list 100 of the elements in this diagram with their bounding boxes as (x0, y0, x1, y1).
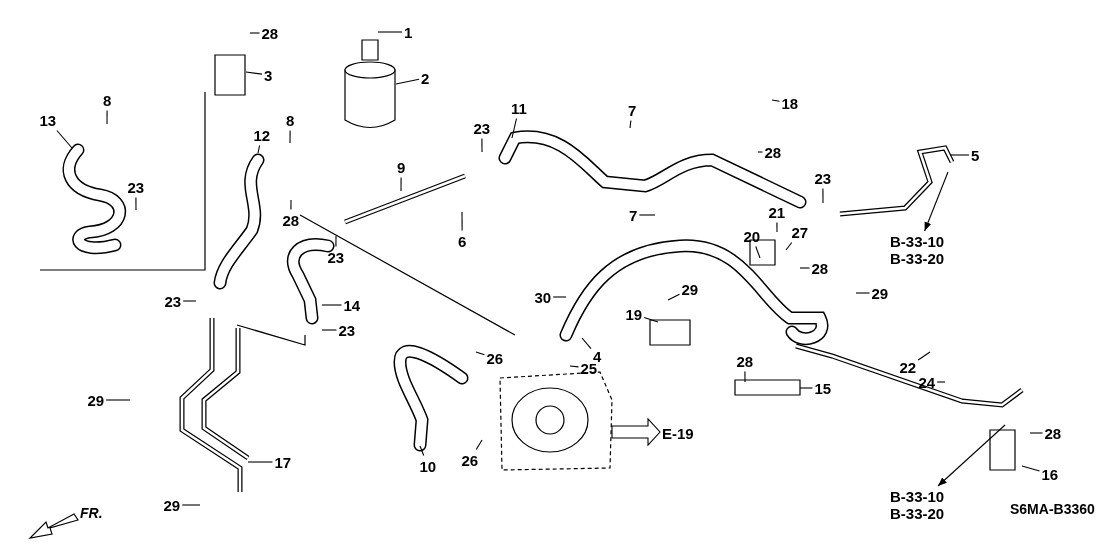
leader-line (1021, 465, 1041, 472)
callout-number: 23 (473, 119, 491, 137)
leader-line (257, 144, 261, 154)
callout-number: 19 (625, 305, 643, 323)
callout-number: 16 (1041, 465, 1059, 483)
leader-line (755, 245, 761, 259)
leader-line (321, 304, 343, 306)
callout-number: 15 (814, 379, 832, 397)
leader-line (247, 461, 274, 463)
leader-line (771, 99, 781, 102)
callout-number: 28 (811, 259, 829, 277)
leader-line (56, 129, 73, 149)
reference-arrow (924, 171, 949, 232)
reference-code: B-33-10 (890, 233, 945, 250)
leader-line (135, 196, 137, 211)
callout-number: 26 (461, 451, 479, 469)
leader-line (949, 154, 970, 156)
leader-line (249, 32, 261, 34)
leader-line (552, 296, 567, 298)
callout-number: 23 (814, 169, 832, 187)
leader-line (181, 504, 201, 506)
callout-number: 28 (261, 24, 279, 42)
callout-number: 24 (918, 373, 936, 391)
callout-number: 20 (743, 227, 761, 245)
callout-number: 13 (39, 111, 57, 129)
callout-number: 17 (274, 453, 292, 471)
callout-number: 8 (103, 91, 112, 109)
callout-number: 30 (534, 288, 552, 306)
leader-line (581, 337, 592, 350)
leader-line (475, 351, 486, 356)
leader-line (106, 109, 108, 125)
callout-number: 21 (768, 203, 786, 221)
leader-line (377, 31, 403, 33)
leader-line (785, 241, 793, 251)
leader-line (461, 211, 463, 232)
reference-code: B-33-20 (890, 505, 945, 522)
reference-code: E-19 (662, 424, 694, 442)
leader-line (744, 370, 746, 383)
direction-label: FR. (80, 505, 103, 521)
callout-number: 28 (282, 211, 300, 229)
leader-line (629, 119, 632, 129)
callout-number: 5 (971, 146, 980, 164)
callout-number: 23 (327, 248, 345, 266)
reference-code: B-33-10 (890, 488, 945, 505)
leader-line (917, 351, 931, 361)
callout-number: 28 (736, 352, 754, 370)
callout-number: 6 (458, 232, 467, 250)
leader-line (290, 199, 292, 211)
leader-line (395, 78, 420, 85)
callout-number: 27 (791, 223, 809, 241)
callout-number: 14 (343, 296, 361, 314)
callout-number: 7 (629, 206, 638, 224)
callout-number: 23 (127, 178, 145, 196)
leader-line (667, 293, 681, 301)
callout-number: 11 (511, 99, 527, 117)
leader-line (936, 381, 946, 383)
leader-line (855, 292, 871, 294)
leader-line (400, 176, 402, 192)
leader-line (638, 214, 656, 216)
leader-line (569, 365, 580, 368)
callout-number: 23 (164, 292, 182, 310)
leader-line (105, 399, 131, 401)
callout-number: 28 (1044, 424, 1062, 442)
reference-arrow (611, 417, 661, 447)
leader-line (643, 316, 659, 323)
callout-number: 29 (681, 280, 699, 298)
leader-line (776, 221, 778, 233)
leader-line (245, 71, 263, 75)
callout-number: 10 (419, 457, 437, 475)
leader-line (1029, 432, 1044, 434)
leader-line (799, 267, 811, 269)
leader-line (757, 151, 764, 153)
callout-number: 9 (397, 158, 406, 176)
leader-line (182, 300, 197, 302)
leader-line (822, 187, 824, 204)
leader-line (335, 235, 337, 248)
leader-line (321, 329, 338, 331)
callout-number: 1 (404, 23, 413, 41)
leader-line (419, 445, 425, 457)
callout-number: 29 (871, 284, 889, 302)
callout-number: 12 (253, 126, 271, 144)
leader-line (289, 129, 291, 144)
reference-arrow (937, 424, 1006, 487)
callout-number: 8 (286, 111, 295, 129)
callout-number: 29 (87, 391, 105, 409)
leader-line (799, 387, 814, 389)
diagram-code: S6MA-B3360 (1010, 501, 1095, 517)
callout-number: 26 (486, 349, 504, 367)
callout-number: 7 (628, 101, 637, 119)
callout-number: 23 (338, 321, 356, 339)
leader-line (481, 137, 483, 153)
callout-number: 22 (899, 358, 917, 376)
callout-number: 2 (421, 69, 430, 87)
callout-number: 29 (163, 496, 181, 514)
callout-number: 28 (764, 143, 782, 161)
callout-number: 3 (264, 66, 273, 84)
reference-code: B-33-20 (890, 250, 945, 267)
callout-number: 18 (781, 94, 799, 112)
leader-line (475, 439, 483, 451)
leader-line (511, 117, 518, 139)
